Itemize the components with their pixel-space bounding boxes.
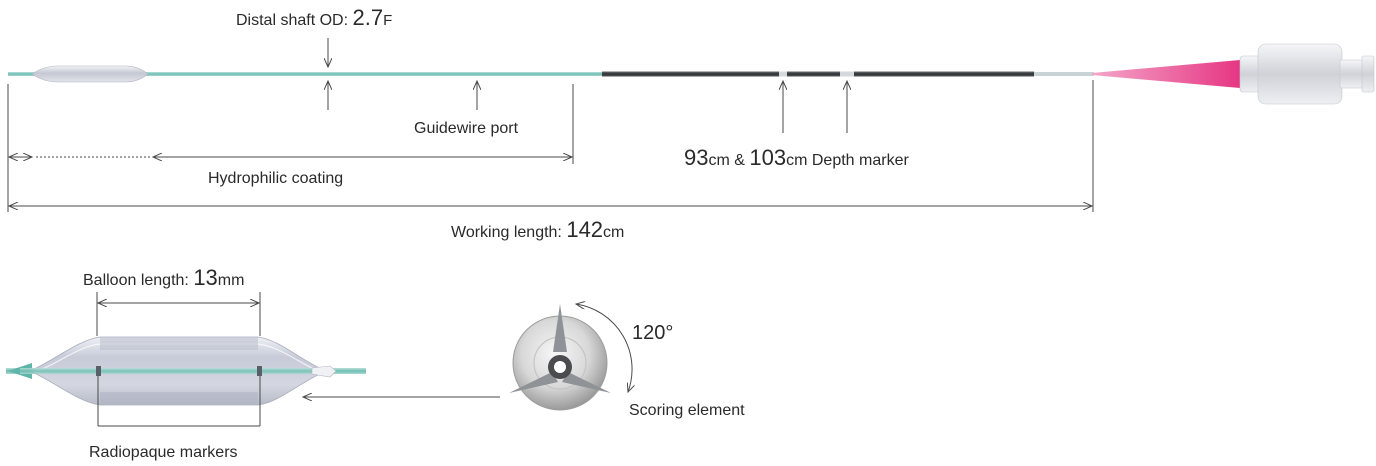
scoring-element-label: Scoring element — [629, 402, 745, 419]
radiopaque-marker-left — [96, 366, 101, 376]
radiopaque-marker-right — [257, 366, 262, 376]
scoring-element-bottom — [100, 392, 258, 405]
rotation-arc-arrow — [576, 304, 632, 392]
depth-marker-103cm — [840, 71, 854, 77]
hub-connector — [1239, 43, 1375, 105]
balloon-length-label: Balloon length: 13mm — [83, 265, 244, 290]
scoring-wire-top — [553, 304, 567, 352]
distal-shaft — [8, 72, 602, 76]
catheter-full-view — [8, 43, 1375, 105]
balloon-detail — [6, 336, 366, 406]
guidewire-lumen — [554, 361, 566, 373]
distal-shaft-od-label: Distal shaft OD: 2.7F — [236, 5, 392, 30]
depth-marker-93cm — [779, 71, 787, 77]
guidewire-port-label: Guidewire port — [414, 120, 519, 137]
scoring-wire-left — [509, 372, 558, 393]
cross-section-view — [509, 304, 611, 411]
proximal-shaft-dark — [602, 71, 1034, 77]
rotation-angle-label: 120° — [632, 322, 673, 344]
working-length-label: Working length: 142cm — [451, 217, 624, 242]
scoring-element-top — [100, 337, 258, 350]
hydrophilic-coating-label: Hydrophilic coating — [208, 170, 343, 187]
radiopaque-markers-label: Radiopaque markers — [89, 444, 238, 461]
strain-relief-pink — [1092, 60, 1248, 88]
proximal-shaft-light — [1034, 72, 1094, 76]
balloon-proximal-cone — [311, 365, 337, 378]
distal-balloon — [31, 65, 149, 83]
balloon-shaft-overlay — [20, 368, 360, 374]
depth-marker-label: 93cm & 103cm Depth marker — [684, 145, 909, 170]
